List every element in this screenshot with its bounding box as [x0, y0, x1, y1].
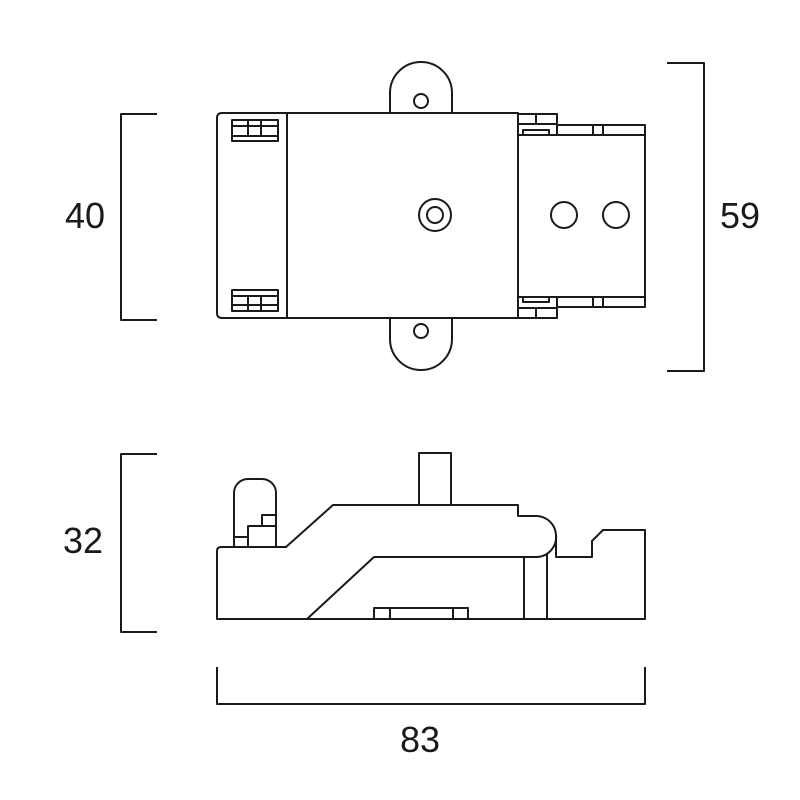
side-inner-profile	[306, 534, 558, 620]
wire-hole-1	[550, 201, 578, 229]
top-view	[216, 61, 646, 371]
dimension-label: 59	[720, 195, 760, 236]
dimension-32: 32	[63, 453, 157, 633]
side-outline	[216, 504, 646, 620]
dimension-label: 32	[63, 520, 103, 561]
bottom-mounting-tab	[389, 318, 453, 371]
screw-post	[418, 452, 452, 506]
connector-rail-bottom	[556, 296, 646, 308]
dimension-83: 83	[216, 667, 646, 760]
center-screw-outer	[418, 198, 452, 232]
bottom-tab-hole	[413, 323, 429, 339]
clip-bottom	[231, 289, 279, 312]
led-dome	[233, 478, 277, 547]
main-body	[286, 112, 519, 319]
base-foot	[373, 607, 469, 620]
left-cap	[216, 112, 287, 319]
top-mounting-tab	[389, 61, 453, 113]
center-screw-inner	[426, 206, 444, 224]
dimension-label: 40	[65, 195, 105, 236]
connector-block	[517, 134, 646, 298]
clip-top	[231, 119, 279, 142]
wire-hole-2	[602, 201, 630, 229]
dimension-59: 59	[667, 62, 760, 372]
dimension-label: 83	[400, 719, 440, 760]
top-tab-hole	[413, 93, 429, 109]
led-steps	[234, 514, 276, 547]
side-view	[216, 452, 646, 620]
dimension-40: 40	[65, 113, 157, 321]
connector-rail-top	[556, 124, 646, 136]
